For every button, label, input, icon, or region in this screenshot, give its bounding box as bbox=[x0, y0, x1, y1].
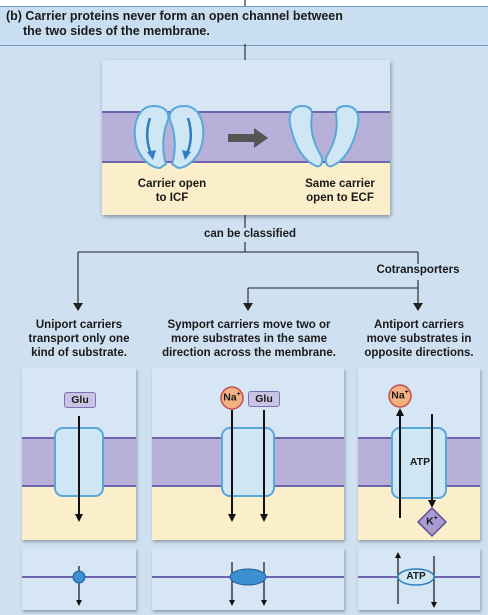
symport-na-text: Na bbox=[223, 391, 237, 404]
cotransporters-label: Cotransporters bbox=[368, 264, 468, 276]
carrier-figure-box: Carrier open to ICF Same carrier open to… bbox=[102, 60, 390, 215]
antiport-na-sup: + bbox=[404, 389, 409, 396]
antiport-k-ion bbox=[416, 506, 448, 538]
antiport-k-label: K+ bbox=[420, 515, 444, 528]
uniport-title-bold: Uniport carriers bbox=[35, 319, 123, 331]
antiport-small-panel: ATP bbox=[358, 548, 480, 610]
symport-title: Symport carriers move two or more substr… bbox=[150, 318, 348, 360]
transition-arrow bbox=[228, 128, 268, 148]
carrier-open-ecf bbox=[288, 104, 360, 168]
antiport-line2: opposite directions. bbox=[364, 347, 474, 359]
symport-small-panel bbox=[152, 548, 344, 610]
antiport-line1: move substrates in bbox=[366, 333, 472, 345]
symport-small-diagram bbox=[152, 548, 344, 610]
antiport-k-text: K bbox=[426, 515, 434, 528]
symport-main-panel: Na+ Glu bbox=[152, 368, 344, 540]
uniport-small-diagram bbox=[22, 548, 136, 610]
right-caption: Same carrier open to ECF bbox=[290, 177, 390, 205]
classified-label: can be classified bbox=[190, 228, 310, 240]
uniport-glu-tag: Glu bbox=[64, 392, 96, 408]
antiport-title: Antiport carriers move substrates in opp… bbox=[356, 318, 482, 360]
section-header bbox=[0, 6, 488, 46]
left-caption-line2: to ICF bbox=[155, 192, 189, 204]
left-caption: Carrier open to ICF bbox=[122, 177, 222, 205]
title-line2: the two sides of the membrane. bbox=[23, 24, 210, 38]
uniport-small-panel bbox=[22, 548, 136, 610]
left-caption-line1: Carrier open bbox=[137, 178, 207, 190]
carrier-figure bbox=[102, 60, 390, 215]
antiport-na-text: Na bbox=[391, 389, 405, 402]
antiport-k-sup: + bbox=[433, 515, 438, 522]
title-rest: never form an open channel between bbox=[119, 9, 343, 23]
section-title: (b) Carrier proteins never form an open … bbox=[6, 9, 466, 39]
symport-diagram bbox=[152, 368, 344, 540]
antiport-diagram bbox=[358, 368, 480, 540]
antiport-na-ion bbox=[388, 384, 412, 408]
uniport-line1: transport only one bbox=[28, 333, 130, 345]
symport-title-rest: move two or bbox=[259, 319, 331, 331]
right-caption-line1: Same carrier bbox=[305, 178, 375, 190]
symport-glu-tag: Glu bbox=[248, 391, 280, 407]
antiport-atp-label: ATP bbox=[409, 456, 431, 468]
symport-na-label: Na+ bbox=[220, 391, 244, 404]
antiport-title-bold: Antiport carriers bbox=[373, 319, 465, 331]
symport-line2: direction across the membrane. bbox=[162, 347, 336, 359]
antiport-small-atp-label: ATP bbox=[406, 571, 426, 582]
uniport-main-panel: Glu bbox=[22, 368, 136, 540]
symport-carrier bbox=[221, 427, 275, 497]
title-bold: (b) Carrier proteins bbox=[6, 9, 120, 23]
symport-title-bold: Symport carriers bbox=[167, 319, 260, 331]
antiport-main-panel: Na+ ATP K+ bbox=[358, 368, 480, 540]
antiport-na-label: Na+ bbox=[388, 389, 412, 402]
symport-na-sup: + bbox=[236, 391, 241, 398]
right-caption-line2: open to ECF bbox=[306, 192, 374, 204]
carrier-open-icf bbox=[133, 104, 205, 170]
symport-line1: more substrates in the same bbox=[171, 333, 327, 345]
uniport-title: Uniport carriers transport only one kind… bbox=[18, 318, 140, 360]
symport-na-ion bbox=[220, 386, 244, 410]
uniport-diagram bbox=[22, 368, 136, 540]
antiport-small-diagram bbox=[358, 548, 480, 610]
uniport-line2: kind of substrate. bbox=[31, 347, 127, 359]
